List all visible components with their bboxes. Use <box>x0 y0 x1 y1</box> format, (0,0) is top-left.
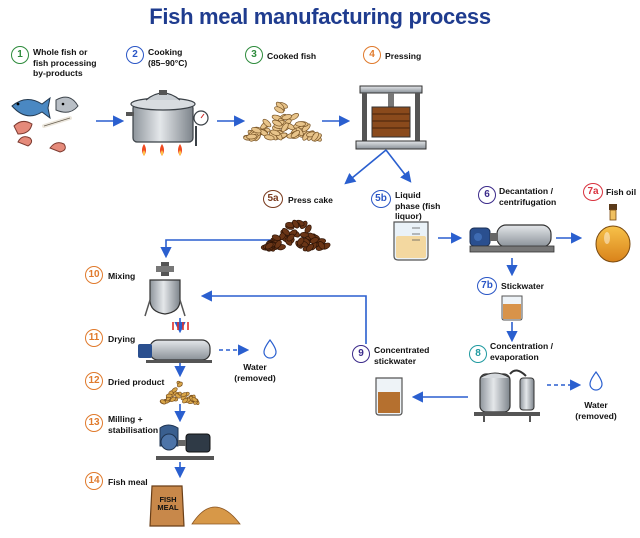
step-13-label: Milling + stabilisation <box>108 414 159 435</box>
dried-product-pile-icon <box>159 380 200 406</box>
step-7a-number: 7a <box>583 183 603 201</box>
pellet <box>191 397 198 403</box>
step-9-label: Concentrated stickwater <box>374 345 430 366</box>
pellet <box>262 118 272 128</box>
raw-fish-icon <box>11 96 79 153</box>
step-10-label: Mixing <box>108 271 136 281</box>
pellet <box>281 114 293 121</box>
step-5a-label: Press cake <box>288 195 333 205</box>
cooked-fish-pile-icon <box>243 101 322 142</box>
pellet <box>270 129 281 136</box>
cooking-pot-icon <box>126 90 209 156</box>
pellet <box>174 393 181 399</box>
flow-arrows <box>96 115 583 479</box>
step-2-number: 2 <box>126 46 144 64</box>
pellet <box>295 121 306 127</box>
step-4-label: Pressing <box>385 51 422 61</box>
decanter-centrifuge-icon <box>469 224 555 253</box>
step-13-number: 13 <box>85 414 103 432</box>
hammer-mill-icon <box>156 424 214 460</box>
concentrated-stickwater-beaker-icon <box>375 377 403 416</box>
pellet <box>286 233 295 242</box>
step-3-label: Cooked fish <box>267 51 317 61</box>
rotary-dryer-icon <box>138 322 212 363</box>
mixing-tank-icon <box>144 262 186 317</box>
pellet <box>272 119 283 127</box>
pellet <box>281 122 289 133</box>
fish-liquor-beaker-icon <box>393 221 429 261</box>
stickwater-beaker-icon <box>501 295 523 321</box>
step-5b-label: Liquid phase (fish liquor) <box>395 190 441 221</box>
water-drop-icon-2 <box>589 370 603 391</box>
step-7b-label: Stickwater <box>501 281 544 291</box>
pellet <box>246 133 257 140</box>
water-drop-icon <box>263 338 277 359</box>
fish-meal-powder-icon <box>191 506 241 525</box>
water-removed-label: Water (removed) <box>234 362 276 383</box>
water-removed-label-2: Water (removed) <box>575 400 617 421</box>
fish-meal-bag-label: FISH MEAL <box>157 495 179 512</box>
step-8-number: 8 <box>469 345 487 363</box>
fish-meal-bag-icon <box>149 485 185 527</box>
pellet <box>292 219 300 229</box>
pellet <box>264 134 275 141</box>
step-6-label: Decantation / centrifugation <box>499 186 557 207</box>
step-5b-number: 5b <box>371 190 391 208</box>
step-14-number: 14 <box>85 472 103 490</box>
pellet <box>180 392 188 398</box>
step-8-label: Concentration / evaporation <box>490 341 554 362</box>
pellet <box>290 130 301 138</box>
pellet <box>274 106 285 114</box>
step-9-number: 9 <box>352 345 370 363</box>
step-5a-number: 5a <box>263 190 283 208</box>
step-12-number: 12 <box>85 372 103 390</box>
step-1-number: 1 <box>11 46 29 64</box>
pellet <box>274 240 282 249</box>
fish-oil-bottle-icon <box>595 204 631 263</box>
step-11-number: 11 <box>85 329 103 347</box>
step-6-number: 6 <box>478 186 496 204</box>
press-cake-pile-icon <box>260 219 331 252</box>
pellet <box>251 127 262 134</box>
screw-press-icon <box>355 85 427 150</box>
pellet <box>281 228 290 236</box>
step-4-number: 4 <box>363 46 381 64</box>
pellet <box>182 397 188 404</box>
step-2-label: Cooking (85–90°C) <box>148 47 188 68</box>
pellet <box>289 113 299 121</box>
pellet <box>265 242 274 250</box>
step-14-label: Fish meal <box>108 477 148 487</box>
page-title: Fish meal manufacturing process <box>149 4 491 29</box>
pellet <box>311 131 319 142</box>
pellet <box>317 241 326 250</box>
pellet <box>165 393 173 398</box>
step-7a-label: Fish oil <box>606 187 637 197</box>
step-3-number: 3 <box>245 46 263 64</box>
step-10-number: 10 <box>85 266 103 284</box>
step-11-label: Drying <box>108 334 136 344</box>
pellet <box>297 237 305 246</box>
pellet <box>304 224 312 234</box>
step-1-label: Whole fish or fish processing by-product… <box>33 47 97 78</box>
pellet <box>160 399 167 405</box>
pellet <box>271 234 281 241</box>
pellet <box>171 387 178 393</box>
step-12-label: Dried product <box>108 377 165 387</box>
step-7b-number: 7b <box>477 277 497 295</box>
pellet <box>169 396 176 402</box>
pellet <box>177 381 183 388</box>
evaporator-icon <box>474 369 540 422</box>
